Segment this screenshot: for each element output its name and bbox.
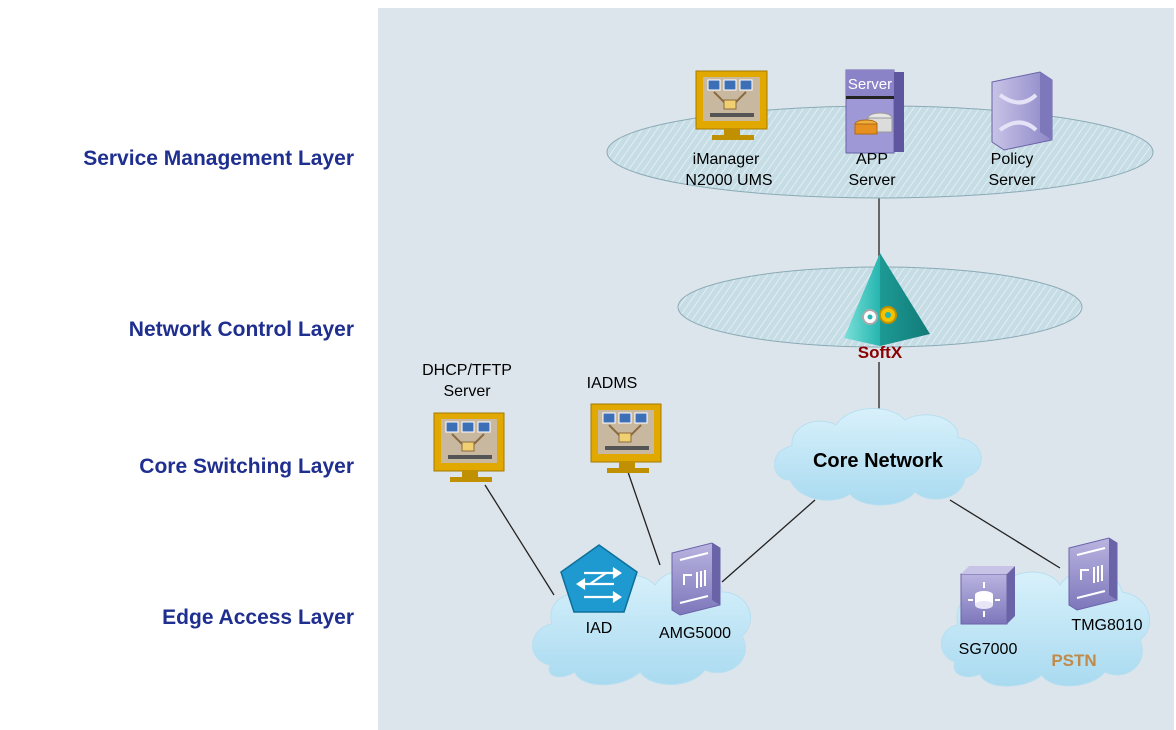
sg7000-icon: [960, 566, 1015, 625]
softx-label: SoftX: [858, 343, 903, 362]
sg7000-label: SG7000: [959, 641, 1018, 658]
core-network-label: Core Network: [813, 450, 944, 472]
iad-label: IAD: [586, 620, 613, 637]
imanager-monitor-icon: [695, 70, 768, 140]
core-network-cloud: [774, 408, 982, 506]
policy-server-label-line2: Server: [988, 172, 1036, 189]
policy-server-icon: [991, 71, 1053, 151]
policy-server-label-line1: Policy: [991, 151, 1034, 168]
app-server-label-line2: Server: [848, 172, 896, 189]
app-server-badge: Server: [848, 76, 892, 93]
softx-pyramid-icon: [844, 253, 930, 346]
tmg8010-icon: [1068, 537, 1118, 611]
layer-label-core-switching: Core Switching Layer: [139, 455, 354, 478]
layer-label-edge-access: Edge Access Layer: [162, 606, 354, 629]
imanager-label-line2: N2000 UMS: [685, 172, 772, 189]
iadms-monitor-icon: [590, 403, 662, 473]
dhcp-tftp-server-monitor-icon: [433, 412, 505, 482]
layer-label-service-management: Service Management Layer: [83, 147, 354, 170]
iadms-label: IADMS: [587, 375, 638, 392]
dhcp-label-line2: Server: [443, 383, 491, 400]
iad-icon: [560, 544, 638, 613]
imanager-label-line1: iManager: [693, 151, 760, 168]
layer-label-network-control: Network Control Layer: [128, 318, 354, 341]
pstn-label: PSTN: [1051, 651, 1096, 670]
connection-lines: [484, 198, 1061, 596]
app-server-icon: Server: [845, 69, 904, 154]
amg5000-label: AMG5000: [659, 625, 731, 642]
app-server-label-line1: APP: [856, 151, 888, 168]
dhcp-label-line1: DHCP/TFTP: [422, 362, 512, 379]
tmg8010-label: TMG8010: [1071, 617, 1142, 634]
amg5000-icon: [671, 542, 721, 616]
